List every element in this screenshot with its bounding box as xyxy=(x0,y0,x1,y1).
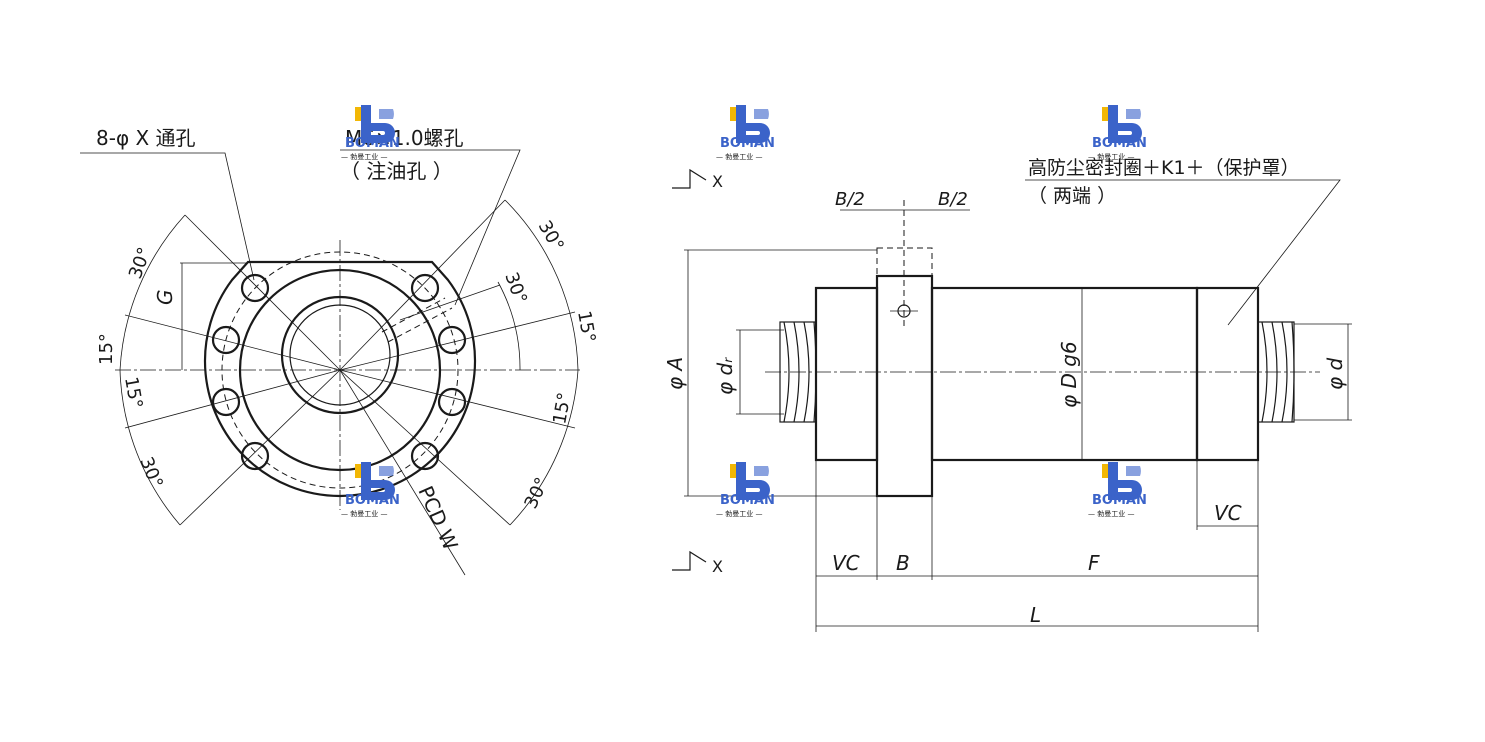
angle-arc-right-top xyxy=(504,199,579,371)
bolt-hole xyxy=(240,273,270,303)
leader-oil-hole xyxy=(340,149,521,306)
seal-sub-label: （ 两端 ） xyxy=(1028,185,1116,207)
holes-label: 8-φ X 通孔 xyxy=(96,126,196,150)
right-cover xyxy=(1195,286,1260,462)
pcd-label: PCD W xyxy=(413,482,462,554)
side-view: B/2 B/2 φ A φ dᵣ φ D g6 φ d X X 高防尘密封圈＋ xyxy=(663,157,1352,632)
phi-d-label: φ d xyxy=(1323,357,1347,390)
svg-text:X: X xyxy=(712,172,723,191)
angle-label: 30° xyxy=(135,454,166,491)
vc-label-left: VC xyxy=(832,551,860,575)
b-half-label-right: B/2 xyxy=(938,189,968,210)
pcd-circle xyxy=(221,251,459,489)
angle-arc-left-top xyxy=(119,214,186,371)
bolt-holes xyxy=(211,273,467,471)
boman-logo: BOMAN — 勃曼工业 — xyxy=(1088,105,1147,161)
b-label: B xyxy=(896,551,910,575)
svg-text:X: X xyxy=(712,557,723,576)
angle-arc-right-bottom xyxy=(509,369,579,526)
watermark-logos: BOMAN — 勃曼工业 — BOMAN — 勃曼工业 — BOMAN — 勃曼… xyxy=(341,105,1147,518)
leader-pcd xyxy=(339,369,466,576)
boman-logo: BOMAN — 勃曼工业 — xyxy=(716,105,775,161)
f-label: F xyxy=(1088,551,1100,575)
front-view: 8-φ X 通孔 M6×1.0螺孔 （ 注油孔 ） G PCD W 30° 15… xyxy=(80,126,599,576)
phi-a-label: φ A xyxy=(663,357,687,390)
svg-text:BOMAN: BOMAN xyxy=(720,136,775,151)
angle-label: 15° xyxy=(573,309,599,344)
angle-label: 30° xyxy=(534,217,568,255)
bolt-hole xyxy=(437,325,467,355)
seal-label: 高防尘密封圈＋K1＋（保护罩） xyxy=(1028,157,1300,179)
svg-text:— 勃曼工业 —: — 勃曼工业 — xyxy=(716,152,762,161)
bolt-hole xyxy=(410,441,440,471)
angle-label: 15° xyxy=(120,375,146,410)
phi-dr-label: φ dᵣ xyxy=(713,357,737,395)
boman-logo: BOMAN — 勃曼工业 — xyxy=(341,105,400,161)
leader-seal xyxy=(1025,179,1341,326)
bolt-hole xyxy=(211,325,241,355)
section-marker-bottom: X xyxy=(672,550,723,576)
svg-text:— 勃曼工业 —: — 勃曼工业 — xyxy=(341,509,387,518)
bolt-hole xyxy=(437,387,467,417)
bolt-hole xyxy=(240,441,270,471)
section-marker-top: X xyxy=(672,168,723,191)
oil-hole-sub-label: （ 注油孔 ） xyxy=(340,159,453,183)
svg-text:— 勃曼工业 —: — 勃曼工业 — xyxy=(1088,152,1134,161)
screw-bore-inner xyxy=(289,304,391,406)
leader-holes xyxy=(80,152,255,281)
boman-logo: BOMAN — 勃曼工业 — xyxy=(1088,462,1147,518)
left-cover xyxy=(814,286,879,462)
bolt-hole xyxy=(410,273,440,303)
bolt-hole xyxy=(211,387,241,417)
nut-body-circle xyxy=(238,268,442,472)
g-dimension-label: G xyxy=(153,290,177,306)
angle-label: 15° xyxy=(549,391,575,426)
b-half-label-left: B/2 xyxy=(835,189,865,210)
angle-label: 30° xyxy=(500,270,531,307)
angle-label: 30° xyxy=(125,245,156,282)
flange-outline xyxy=(203,260,477,498)
vc-label-right: VC xyxy=(1214,501,1242,525)
angle-arc-left-bottom xyxy=(119,369,181,526)
phi-d-g6-label: φ D g6 xyxy=(1057,341,1081,408)
l-label: L xyxy=(1030,603,1041,627)
flange xyxy=(875,274,934,498)
boman-logo: BOMAN — 勃曼工业 — xyxy=(716,462,775,518)
svg-text:BOMAN: BOMAN xyxy=(720,493,775,508)
boman-logo: BOMAN — 勃曼工业 — xyxy=(341,462,400,518)
svg-text:— 勃曼工业 —: — 勃曼工业 — xyxy=(1088,509,1134,518)
svg-text:— 勃曼工业 —: — 勃曼工业 — xyxy=(716,509,762,518)
svg-text:BOMAN: BOMAN xyxy=(1092,493,1147,508)
svg-text:BOMAN: BOMAN xyxy=(345,136,400,151)
svg-text:BOMAN: BOMAN xyxy=(345,493,400,508)
angle-label: 15° xyxy=(96,333,117,365)
angle-arc-oil xyxy=(497,281,521,371)
svg-text:— 勃曼工业 —: — 勃曼工业 — xyxy=(341,152,387,161)
angle-label: 30° xyxy=(520,474,553,512)
svg-text:BOMAN: BOMAN xyxy=(1092,136,1147,151)
